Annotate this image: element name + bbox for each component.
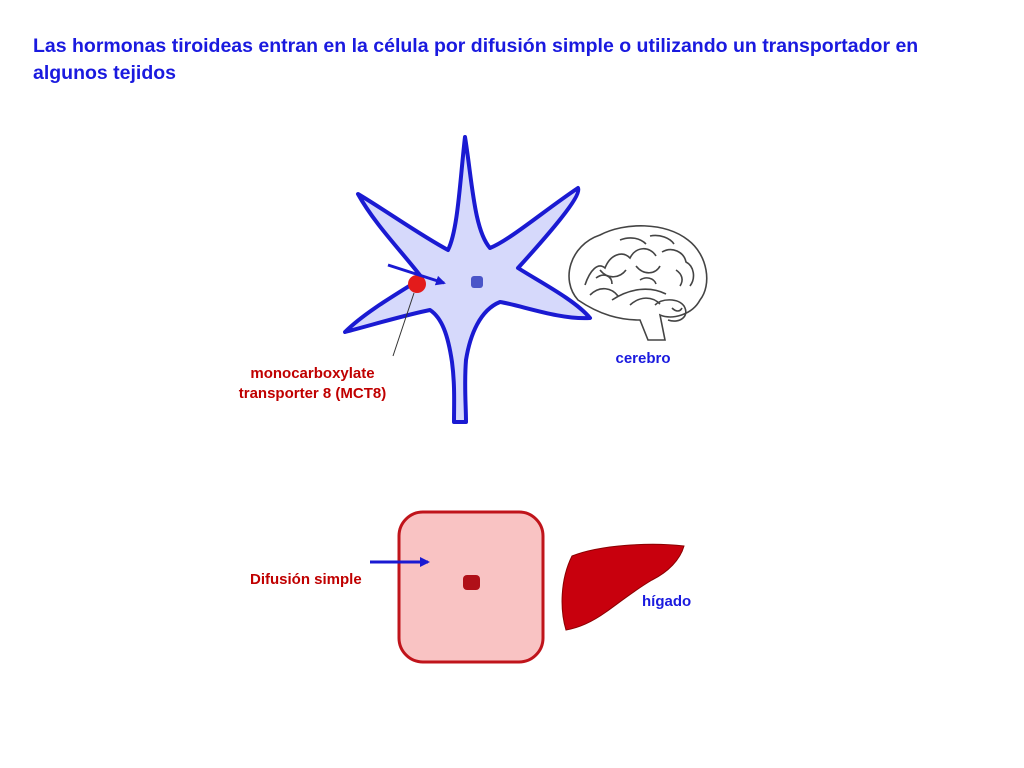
brain-icon bbox=[568, 225, 708, 341]
brain-label: cerebro bbox=[615, 350, 671, 367]
liver-icon bbox=[561, 543, 685, 631]
page-title: Las hormonas tiroideas entran en la célu… bbox=[33, 35, 919, 84]
mct8-label-line1: monocarboxylate bbox=[250, 365, 375, 382]
liver-label: hígado bbox=[642, 593, 692, 610]
liver-cell-nucleus bbox=[463, 575, 480, 590]
neuron-entry-arrow bbox=[387, 263, 446, 286]
neuron-cell bbox=[343, 135, 592, 424]
mct8-label-line2: transporter 8 (MCT8) bbox=[238, 385, 387, 402]
mct8-leader-line bbox=[392, 292, 415, 357]
diffusion-label: Difusión simple bbox=[250, 571, 362, 588]
mct8-transporter-dot bbox=[408, 275, 426, 293]
neuron-nucleus bbox=[471, 276, 483, 288]
mct8-label: monocarboxylate transporter 8 (MCT8) bbox=[215, 364, 410, 404]
